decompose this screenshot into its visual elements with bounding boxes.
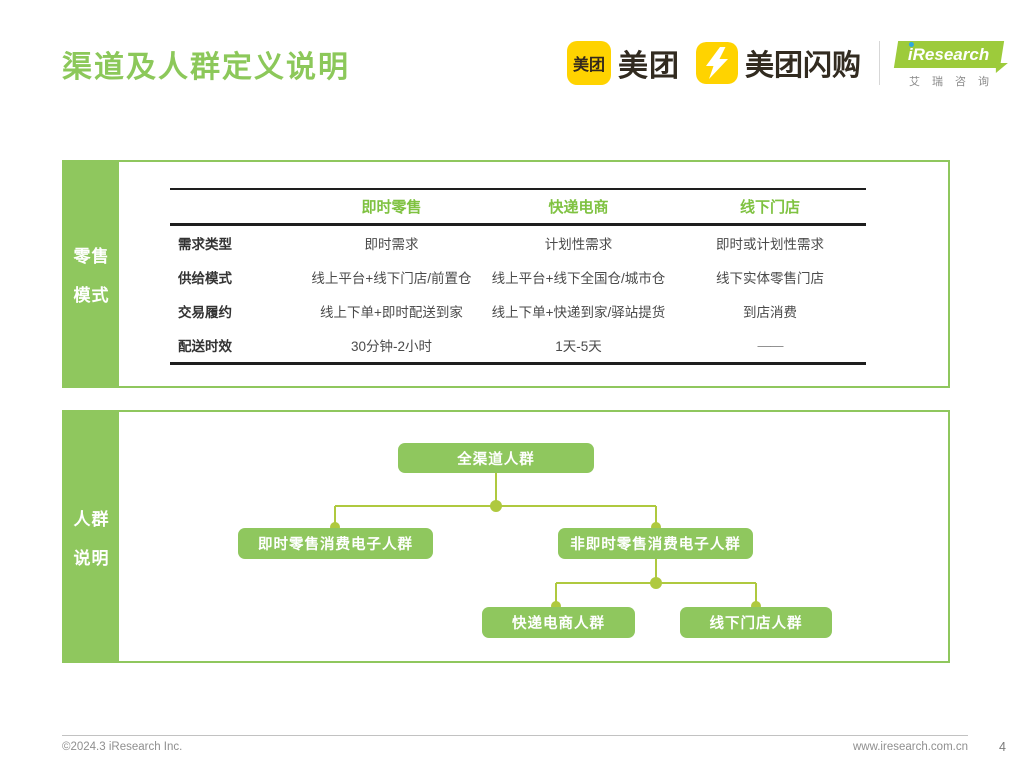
retail-mode-sidebar-label: 零售 模式	[64, 162, 119, 386]
row-label: 需求类型	[178, 237, 232, 252]
table-cell: 计划性需求	[544, 237, 613, 252]
table-cell: 30分钟-2小时	[350, 339, 433, 354]
table-cell: 1天-5天	[555, 339, 602, 354]
table-cell: 即时或计划性需求	[716, 237, 824, 252]
table-cell: 线上下单+快递到家/驿站提货	[491, 305, 666, 320]
table-cell: 即时需求	[364, 237, 419, 252]
row-label: 交易履约	[178, 305, 232, 320]
tree-node-offline-store-audience: 线下门店人群	[680, 607, 832, 638]
tree-node-express-ecommerce-audience: 快递电商人群	[482, 607, 635, 638]
column-header-instant-retail: 即时零售	[361, 199, 422, 216]
table-cell: 线上平台+线下全国仓/城市仓	[491, 271, 666, 286]
retail-mode-table: 即时零售 快递电商 线下门店 需求类型 即时需求 计划性需求 即时或计划性需求 …	[170, 188, 866, 365]
table-row: 供给模式 线上平台+线下门店/前置仓 线上平台+线下全国仓/城市仓 线下实体零售…	[170, 260, 866, 294]
iresearch-logo: iResearch 艾瑞咨询	[893, 41, 1005, 89]
table-cell: 线上下单+即时配送到家	[320, 305, 463, 320]
column-header-express-ecommerce: 快递电商	[548, 199, 609, 216]
audience-sidebar-label: 人群 说明	[64, 412, 119, 661]
tree-node-all-channel: 全渠道人群	[398, 443, 594, 473]
iresearch-flag: iResearch	[893, 41, 1005, 68]
footer-website: www.iresearch.com.cn	[852, 741, 968, 753]
retail-mode-content: 即时零售 快递电商 线下门店 需求类型 即时需求 计划性需求 即时或计划性需求 …	[119, 162, 948, 386]
iresearch-wordmark: iResearch	[908, 44, 990, 64]
table-row: 需求类型 即时需求 计划性需求 即时或计划性需求	[170, 226, 866, 260]
table-row: 交易履约 线上下单+即时配送到家 线上下单+快递到家/驿站提货 到店消费	[170, 294, 866, 328]
table-header-row: 即时零售 快递电商 线下门店	[170, 188, 866, 226]
tree-connectors	[330, 473, 761, 611]
meituan-shangou-wordmark: 美团闪购	[744, 50, 861, 82]
footer-divider	[62, 735, 968, 736]
meituan-logo-icon: 美团	[566, 41, 611, 85]
table-cell: 线上平台+线下门店/前置仓	[311, 271, 472, 286]
table-cell: 线下实体零售门店	[716, 271, 824, 286]
tree-node-non-instant-retail-audience: 非即时零售消费电子人群	[558, 528, 753, 559]
retail-mode-panel: 零售 模式 即时零售 快递电商 线下门店 需求类型 即时需求 计划性需求 即时或…	[62, 160, 950, 388]
column-header-offline-store: 线下门店	[739, 199, 800, 216]
audience-panel: 人群 说明	[62, 410, 950, 663]
page-number: 4	[999, 740, 1006, 754]
footer-copyright: ©2024.3 iResearch Inc.	[62, 741, 183, 753]
lightning-icon	[695, 42, 738, 84]
meituan-wordmark: 美团	[617, 50, 680, 83]
audience-tree: 全渠道人群 即时零售消费电子人群 非即时零售消费电子人群 快递电商人群 线下门店…	[119, 412, 948, 661]
table-row: 配送时效 30分钟-2小时 1天-5天 ——	[170, 328, 866, 362]
table-cell: ——	[757, 337, 784, 353]
logo-divider	[879, 41, 880, 85]
page-title: 渠道及人群定义说明	[62, 51, 350, 84]
iresearch-chinese-name: 艾瑞咨询	[909, 76, 1001, 88]
row-label: 配送时效	[178, 339, 232, 354]
table-cell: 到店消费	[743, 305, 797, 320]
header-logos: 美团 美团 美团闪购 iResearch 艾瑞咨询	[566, 38, 1005, 89]
tree-node-instant-retail-audience: 即时零售消费电子人群	[238, 528, 433, 559]
row-label: 供给模式	[178, 271, 232, 286]
